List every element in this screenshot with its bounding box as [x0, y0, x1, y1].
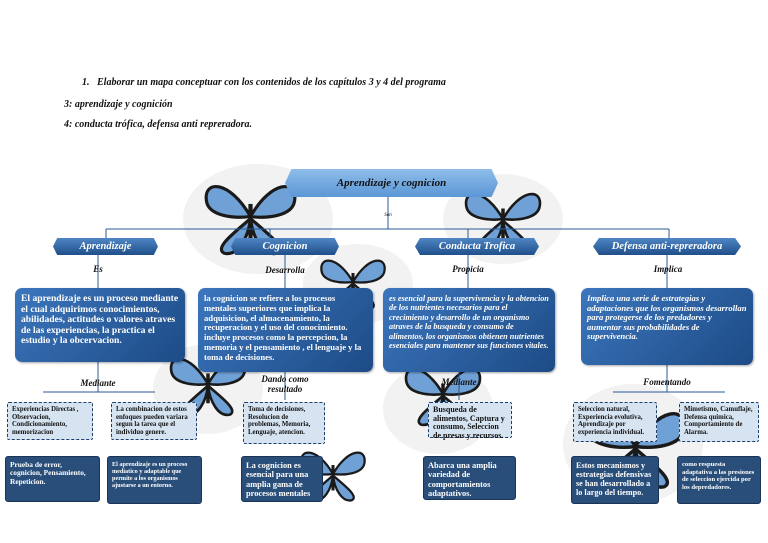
result-box: como respuesta adaptativa a las presione… — [677, 456, 761, 504]
map-title: Aprendizaje y cognicion — [285, 169, 498, 197]
link-label-fomentando: Fomentando — [643, 377, 691, 387]
definition-conducta-trofica: es esencial para la supervivencia y la o… — [383, 288, 555, 372]
instruction-text: Elaborar un mapa conceptuar con los cont… — [97, 77, 446, 88]
title-link-label: Son — [384, 213, 392, 218]
result-box: La cognicion es esencial para una amplia… — [241, 456, 323, 502]
result-box: Abarca una amplia variedad de comportami… — [423, 456, 516, 500]
category-defensa: Defensa anti-repreradora — [593, 238, 741, 255]
dashed-box: Mimetismo, Camuflaje, Defensa quimica, C… — [679, 402, 759, 442]
link-label-propicia: Propicia — [452, 264, 484, 274]
dashed-box: Seleccion natural, Experiencia evolutiva… — [573, 402, 657, 442]
link-label-dando-resultado: Dando como resultado — [261, 374, 309, 394]
dashed-box: La combinacion de estos enfoques pueden … — [111, 402, 197, 440]
definition-aprendizaje: El aprendizaje es un proceso mediante el… — [15, 288, 185, 362]
result-box: Estos mecanismos y estrategias defensiva… — [571, 456, 659, 504]
result-box: Prueba de error, cognicion, Pensamiento,… — [5, 456, 100, 502]
concept-map: Aprendizaje y cognicion Son Aprendizaje … — [3, 134, 765, 540]
dashed-box: Experiencias Directas , Observacion, Con… — [7, 402, 93, 440]
link-label-mediante: Mediante — [441, 377, 477, 387]
category-conducta-trofica: Conducta Trofica — [415, 238, 539, 255]
instruction-number: 1. — [82, 77, 90, 88]
definition-cognicion: la cognicion se refiere a los procesos m… — [198, 288, 373, 372]
definition-defensa: Implica una serie de estrategias y adapt… — [581, 288, 753, 365]
dashed-box: Busqueda de alimentos, Captura y consumo… — [428, 402, 512, 440]
link-label-desarrolla: Desarrolla — [265, 265, 305, 275]
category-cognicion: Cognicion — [231, 238, 339, 255]
chapter-4-label: 4: conducta trófica, defensa anti reprer… — [64, 119, 253, 130]
link-label-es: Es — [93, 264, 103, 274]
link-label-implica: Implica — [653, 264, 683, 274]
connector-lines — [43, 197, 725, 400]
result-box: El aprendizaje es un proceso mediatico y… — [107, 456, 202, 504]
dashed-box: Toma de decisiones, Resolucion de proble… — [243, 402, 325, 444]
instruction-line: 1. Elaborar un mapa conceptuar con los c… — [82, 77, 446, 88]
link-label-mediante: Mediante — [80, 378, 116, 388]
category-aprendizaje: Aprendizaje — [53, 238, 158, 255]
chapter-3-label: 3: aprendizaje y cognición — [64, 99, 173, 110]
